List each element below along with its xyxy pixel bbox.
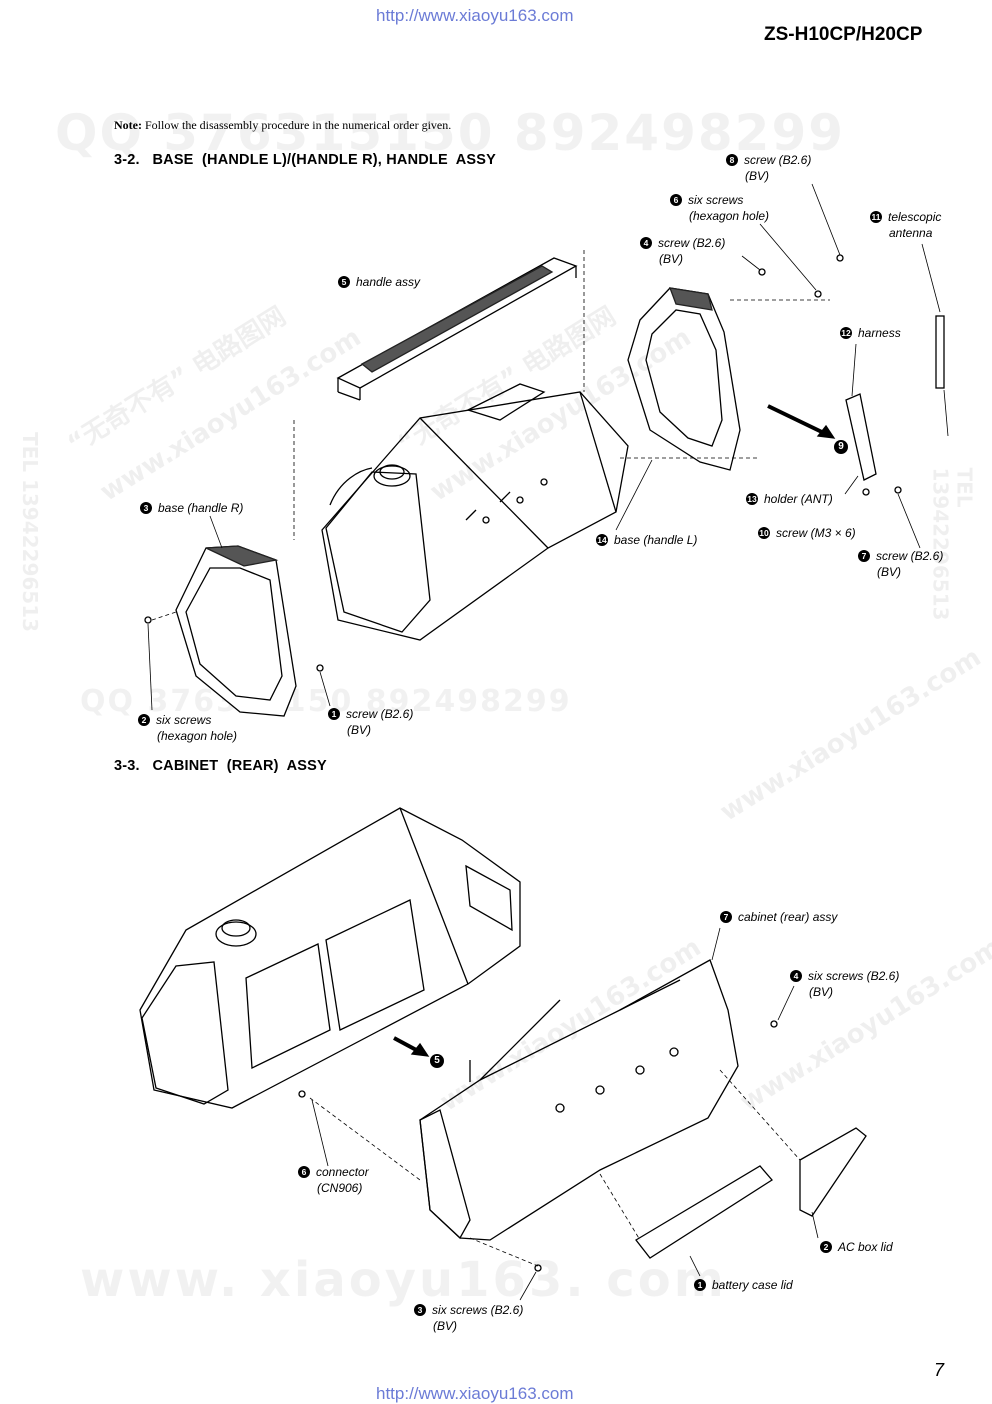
top-url[interactable]: http://www.xiaoyu163.com — [376, 6, 574, 25]
callout-4: 4 — [790, 970, 802, 982]
disassembly-note: Note: Follow the disassembly procedure i… — [114, 118, 451, 133]
label-subtext: (hexagon hole) — [157, 729, 238, 743]
callout-6: 6 — [298, 1166, 310, 1178]
watermark-qq-mid: QQ 376315150 892498299 — [80, 684, 572, 719]
label-step-9: 9 — [834, 438, 854, 454]
watermark-tel-right: TEL 13942296513 — [928, 467, 977, 621]
label-handle-assy-5: 5 handle assy — [338, 274, 420, 290]
label-subtext: (hexagon hole) — [689, 209, 770, 223]
callout-14: 14 — [596, 534, 608, 546]
label-text: base (handle L) — [614, 533, 698, 547]
section-3-3-title: 3-3. CABINET (REAR) ASSY — [114, 758, 327, 774]
label-screw-10: 10 screw (M3 × 6) — [758, 525, 856, 541]
callout-5: 5 — [338, 276, 350, 288]
callout-7: 7 — [720, 911, 732, 923]
label-six-screws-6: 6 six screws (hexagon hole) — [670, 192, 769, 224]
label-subtext: (BV) — [877, 565, 901, 579]
base-handle-r-shape — [175, 545, 297, 717]
bottom-url[interactable]: http://www.xiaoyu163.com — [376, 1384, 574, 1403]
label-screw-8: 8 screw (B2.6) (BV) — [726, 152, 811, 184]
label-ac-box-lid-2: 2 AC box lid — [820, 1239, 893, 1255]
main-unit-shape — [321, 383, 629, 641]
screw-marks-2 — [298, 1020, 778, 1272]
label-text: screw (B2.6) — [658, 236, 726, 250]
battery-case-lid-shape — [635, 1165, 773, 1259]
callout-3: 3 — [414, 1304, 426, 1316]
section-3-2-title: 3-2. BASE (HANDLE L)/(HANDLE R), HANDLE … — [114, 152, 497, 168]
cabinet-front-unit-shape — [139, 807, 521, 1109]
label-text: screw (M3 × 6) — [776, 526, 856, 540]
label-base-handle-r-3: 3 base (handle R) — [140, 500, 243, 516]
callout-1: 1 — [328, 708, 340, 720]
cabinet-rear-assy-shape — [419, 959, 739, 1241]
callout-12: 12 — [840, 327, 852, 339]
callout-8: 8 — [726, 154, 738, 166]
label-subtext: (BV) — [809, 985, 833, 999]
label-screw-4: 4 screw (B2.6) (BV) — [640, 235, 725, 267]
label-battery-case-lid-1: 1 battery case lid — [694, 1277, 793, 1293]
label-subtext: (BV) — [745, 169, 769, 183]
label-subtext: (BV) — [433, 1319, 457, 1333]
label-step-5: 5 — [430, 1052, 450, 1068]
label-screw-1: 1 screw (B2.6) (BV) — [328, 706, 413, 738]
base-handle-l-shape — [627, 287, 741, 471]
note-label: Note: — [114, 118, 142, 132]
callout-10: 10 — [758, 527, 770, 539]
callout-3: 3 — [140, 502, 152, 514]
ac-box-lid-shape — [799, 1127, 867, 1217]
label-text: AC box lid — [838, 1240, 893, 1254]
label-text: base (handle R) — [158, 501, 244, 515]
label-text: battery case lid — [712, 1278, 793, 1292]
label-holder-ant-13: 13 holder (ANT) — [746, 491, 833, 507]
label-text: six screws (B2.6) — [808, 969, 900, 983]
callout-4: 4 — [640, 237, 652, 249]
callout-7: 7 — [858, 550, 870, 562]
note-text: Follow the disassembly procedure in the … — [144, 118, 452, 132]
exploded-diagram-base-handle — [144, 183, 949, 717]
label-six-screws-3: 3 six screws (B2.6) (BV) — [414, 1302, 523, 1334]
label-text: six screws (B2.6) — [432, 1303, 524, 1317]
label-subtext: (BV) — [659, 252, 683, 266]
label-screw-7: 7 screw (B2.6) (BV) — [858, 548, 943, 580]
callout-1: 1 — [694, 1279, 706, 1291]
label-subtext: antenna — [889, 226, 933, 240]
label-telescopic-antenna-11: 11 telescopic antenna — [870, 209, 941, 241]
label-text: screw (B2.6) — [876, 549, 944, 563]
label-text: screw (B2.6) — [744, 153, 812, 167]
callout-5: 5 — [430, 1054, 444, 1068]
model-title: ZS-H10CP/H20CP — [764, 24, 923, 45]
callout-11: 11 — [870, 211, 882, 223]
label-text: cabinet (rear) assy — [738, 910, 838, 924]
label-six-screws-4: 4 six screws (B2.6) (BV) — [790, 968, 899, 1000]
label-text: harness — [858, 326, 901, 340]
label-text: holder (ANT) — [764, 492, 833, 506]
label-base-handle-l-14: 14 base (handle L) — [596, 532, 697, 548]
label-six-screws-2: 2 six screws (hexagon hole) — [138, 712, 237, 744]
callout-13: 13 — [746, 493, 758, 505]
callout-2: 2 — [138, 714, 150, 726]
label-subtext: (BV) — [347, 723, 371, 737]
label-cabinet-rear-assy-7: 7 cabinet (rear) assy — [720, 909, 837, 925]
label-text: connector — [316, 1165, 369, 1179]
watermark-tel-left: TEL 13942296513 — [18, 431, 43, 633]
watermark-qq: QQ 376315150 892498299 — [55, 104, 846, 162]
watermark-big-site: www. xiaoyu163. com — [80, 1252, 727, 1308]
handle-assy-shape — [336, 257, 578, 401]
callout-9: 9 — [834, 440, 848, 454]
label-harness-12: 12 harness — [840, 325, 901, 341]
label-text: telescopic — [888, 210, 942, 224]
label-subtext: (CN906) — [317, 1181, 363, 1195]
label-text: six screws — [156, 713, 212, 727]
callout-6: 6 — [670, 194, 682, 206]
label-connector-6: 6 connector (CN906) — [298, 1164, 369, 1196]
label-text: six screws — [688, 193, 744, 207]
page-number: 7 — [934, 1360, 945, 1380]
label-text: handle assy — [356, 275, 421, 289]
callout-2: 2 — [820, 1241, 832, 1253]
label-text: screw (B2.6) — [346, 707, 414, 721]
